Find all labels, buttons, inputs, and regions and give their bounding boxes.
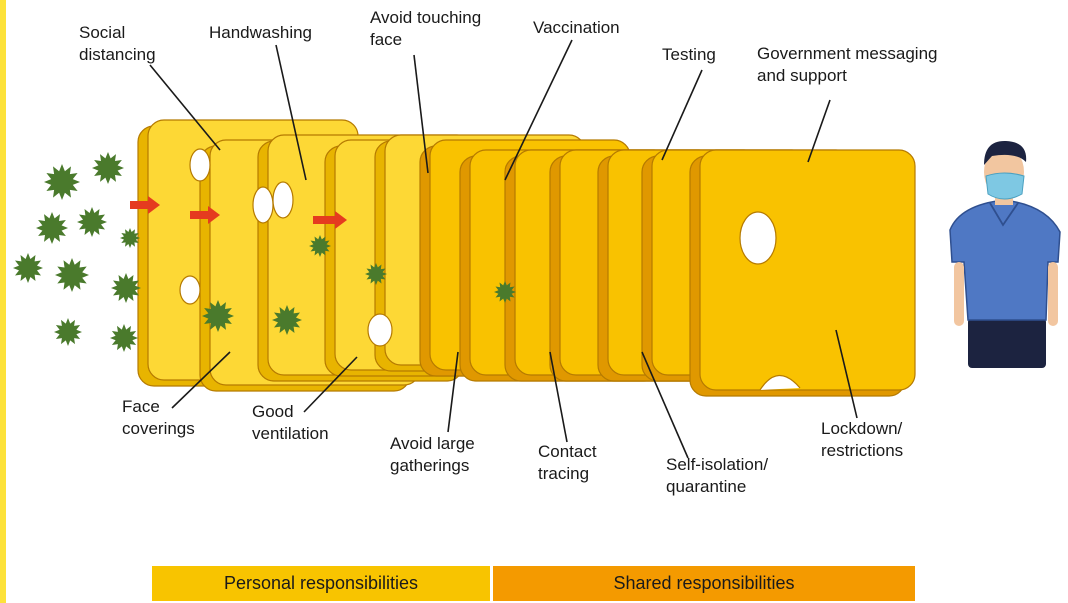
shared-responsibilities-label: Shared responsibilities (613, 573, 794, 594)
trousers (968, 318, 1046, 368)
virus-icon (36, 212, 68, 244)
personal-responsibilities-bar: Personal responsibilities (152, 566, 490, 601)
virus-icon (54, 318, 82, 346)
slice-hole (273, 182, 293, 218)
shared-responsibilities-bar: Shared responsibilities (493, 566, 915, 601)
virus-icon (92, 152, 124, 184)
label-government-messaging: Government messaging and support (757, 43, 937, 87)
label-handwashing: Handwashing (209, 22, 312, 44)
virus-icon (111, 273, 141, 303)
label-lockdown: Lockdown/ restrictions (821, 418, 903, 462)
slice-hole (253, 187, 273, 223)
slice-hole (368, 314, 392, 346)
virus-icon (110, 324, 138, 352)
cheese-slice (690, 150, 915, 396)
virus-icon (77, 207, 107, 237)
person-icon (950, 141, 1060, 368)
virus-icon (13, 253, 43, 283)
cheese-slices (138, 120, 915, 396)
slice-hole (180, 276, 200, 304)
label-avoid-touching-face: Avoid touching face (370, 7, 481, 51)
label-testing: Testing (662, 44, 716, 66)
label-contact-tracing: Contact tracing (538, 441, 597, 485)
label-avoid-large-gatherings: Avoid large gatherings (390, 433, 475, 477)
label-social-distancing: Social distancing (79, 22, 156, 66)
label-face-coverings: Face coverings (122, 396, 195, 440)
virus-icon (120, 228, 140, 248)
label-vaccination: Vaccination (533, 17, 620, 39)
face-mask (986, 173, 1024, 199)
slice-hole (190, 149, 210, 181)
slice-hole (740, 212, 776, 264)
label-good-ventilation: Good ventilation (252, 401, 329, 445)
virus-icon (44, 164, 80, 200)
virus-icon (55, 258, 89, 292)
label-self-isolation: Self-isolation/ quarantine (666, 454, 768, 498)
personal-responsibilities-label: Personal responsibilities (224, 573, 418, 594)
shirt (950, 200, 1060, 320)
leader-line (662, 70, 702, 160)
